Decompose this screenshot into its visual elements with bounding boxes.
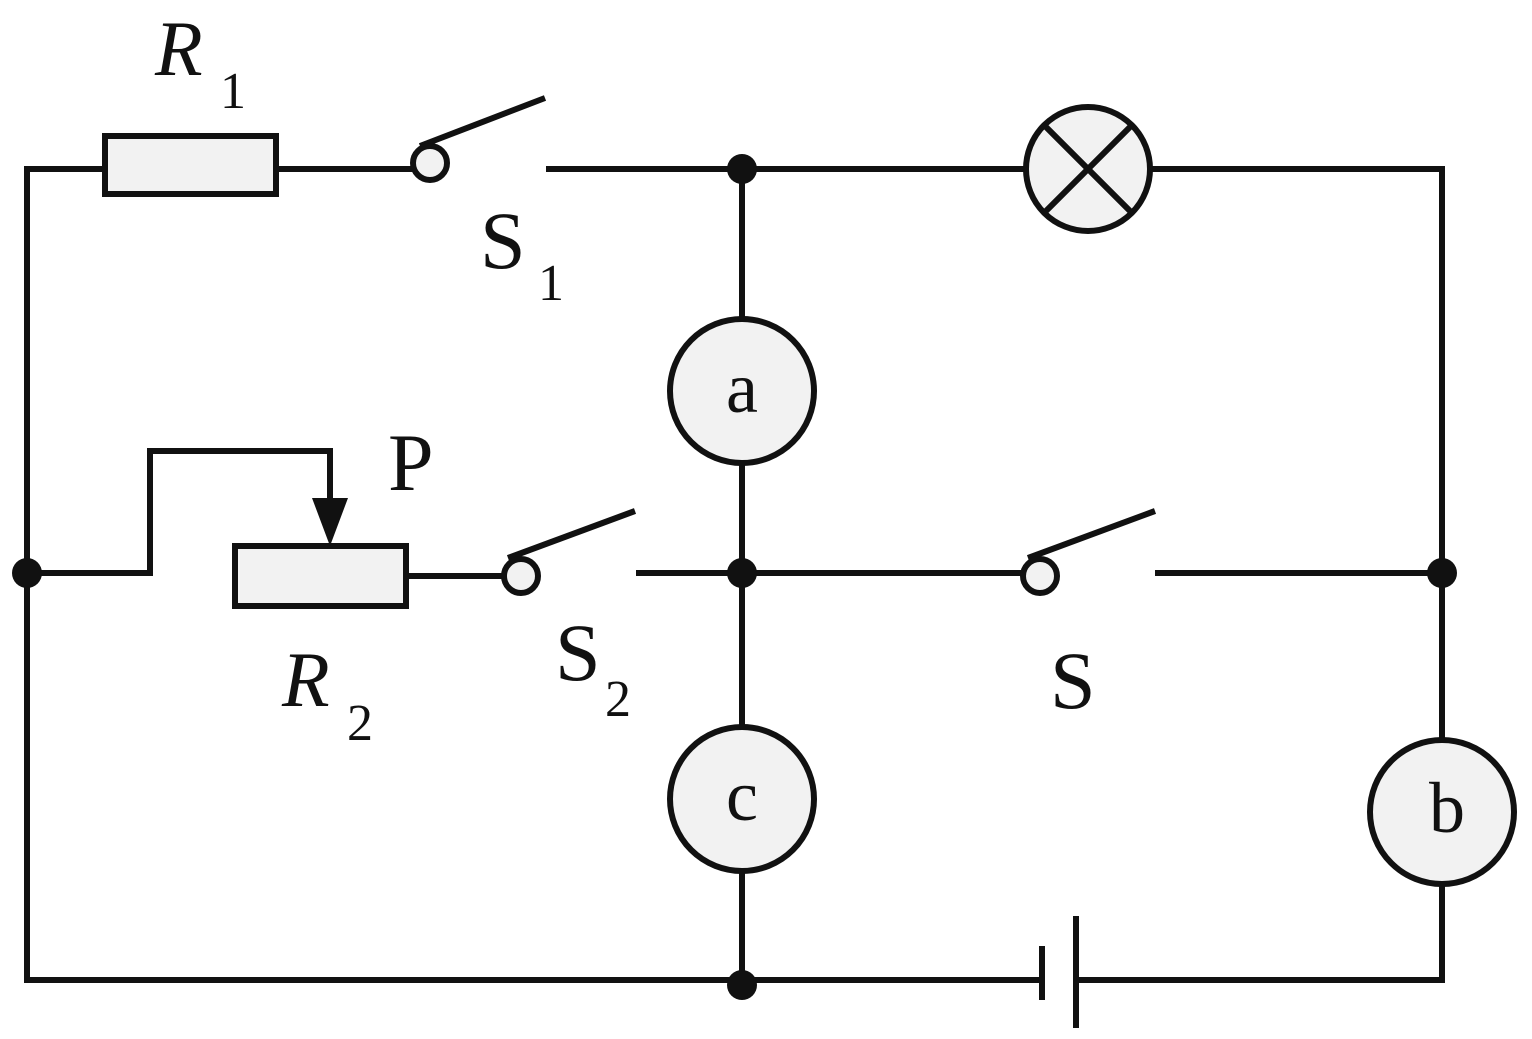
slider-label-p: P [388, 417, 434, 508]
meter-c-circle [667, 724, 817, 874]
resistor-r1 [102, 133, 279, 197]
wire-left-to-wiper [27, 448, 333, 576]
s2-label: S [555, 607, 601, 698]
meter-c: c [667, 724, 817, 874]
switch-s2-pivot [501, 556, 541, 596]
meter-b: b [1367, 737, 1517, 887]
battery-icon [1039, 916, 1079, 1028]
node-mid-left [12, 558, 42, 588]
node-mid-right [1427, 558, 1457, 588]
s1-subscript: 1 [538, 255, 564, 312]
junction-nodes [12, 154, 1457, 1000]
rheostat-r2 [232, 543, 409, 609]
switch-s-lever [1026, 508, 1157, 561]
r1-label: R [154, 5, 203, 92]
switch-s1 [410, 95, 547, 183]
s2-subscript: 2 [605, 671, 631, 728]
s1-label: S [480, 195, 526, 286]
node-bottom-center [727, 970, 757, 1000]
switch-s-pivot [1020, 556, 1060, 596]
switch-s1-lever [418, 95, 547, 149]
meter-a-label: a [726, 348, 758, 428]
meter-c-label: c [726, 756, 758, 836]
node-mid-center [727, 558, 757, 588]
lamp-cross-2 [1041, 122, 1135, 216]
wiper-arrowhead [312, 498, 348, 546]
meter-b-circle [1367, 737, 1517, 887]
switch-s2-lever [506, 508, 637, 561]
r2-subscript: 2 [347, 695, 373, 752]
s-label: S [1050, 635, 1096, 726]
wire-lamp-right [1150, 166, 1445, 740]
wire-b-battery [1077, 886, 1445, 983]
r1-subscript: 1 [220, 63, 246, 120]
lamp-icon [1023, 104, 1153, 234]
meter-b-label: b [1429, 768, 1465, 848]
switch-s [1020, 508, 1157, 596]
meter-a: a [667, 316, 817, 466]
node-top-center [727, 154, 757, 184]
switch-s1-pivot [410, 143, 450, 183]
r2-label: R [281, 636, 330, 723]
switch-s2 [501, 508, 637, 596]
wiper-arrow-icon [312, 498, 348, 546]
meter-a-circle [667, 316, 817, 466]
